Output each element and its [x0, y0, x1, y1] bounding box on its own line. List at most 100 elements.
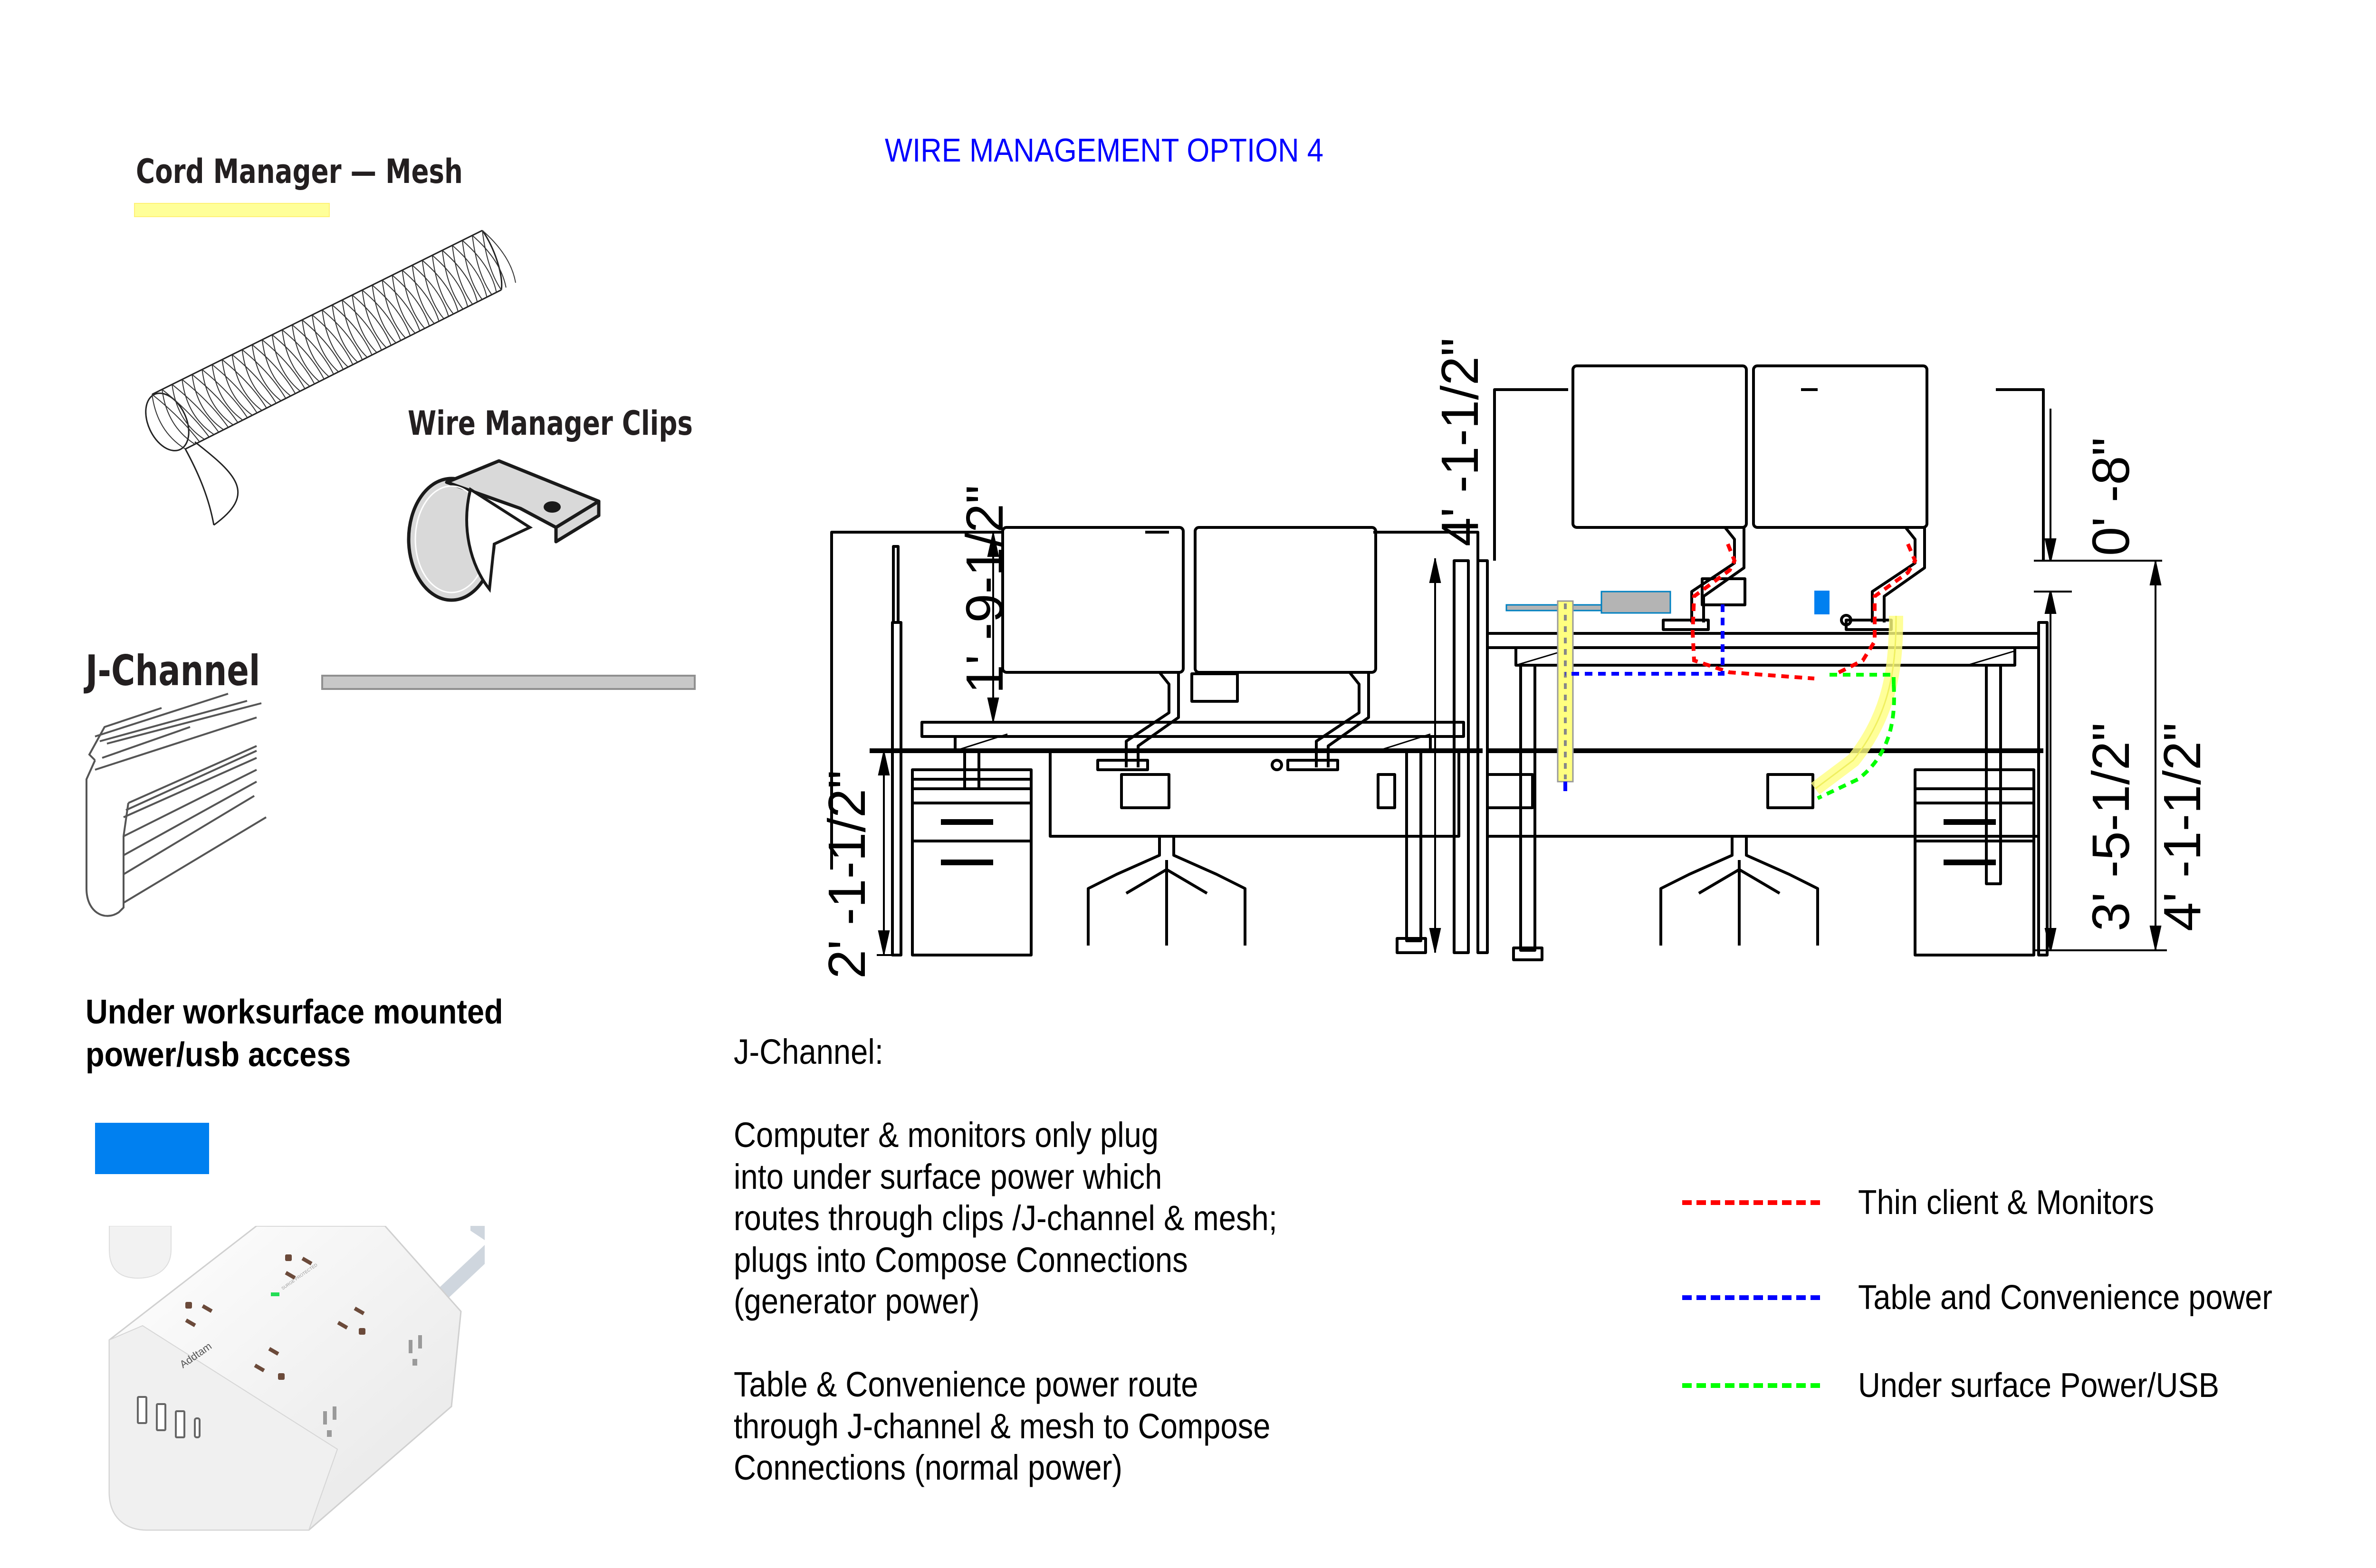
note-line: plugs into Compose Connections — [734, 1240, 1188, 1280]
mesh-strand — [231, 354, 277, 404]
under-worksurface-label-line: power/usb access — [86, 1036, 351, 1074]
mesh-strand — [402, 269, 440, 322]
mesh-strand — [482, 230, 516, 283]
note-line: routes through clips /J-channel & mesh; — [734, 1198, 1277, 1238]
mesh-strand — [382, 280, 406, 339]
mesh-strand — [462, 240, 497, 293]
mesh-strand — [291, 325, 320, 382]
mesh-strand — [432, 255, 469, 307]
note-line: (generator power) — [734, 1281, 980, 1321]
mesh-strand — [382, 279, 421, 331]
mesh-strand — [412, 265, 449, 317]
mesh-strand — [332, 305, 358, 363]
mesh-strand — [282, 329, 325, 380]
j-channel-segment — [1600, 591, 1671, 614]
mesh-strand — [372, 285, 411, 336]
mesh-strand — [442, 250, 478, 302]
mesh-strand — [201, 369, 234, 426]
mesh-strand — [482, 230, 502, 290]
power-strip-illustration: SURGE PROTECTED Addtam — [108, 1226, 485, 1531]
note-line: Computer & monitors only plug — [734, 1115, 1159, 1155]
mesh-strand — [402, 270, 425, 329]
under-worksurface-power-label: Under worksurface mounted power/usb acce… — [86, 991, 503, 1076]
note-line: Table & Convenience power route — [734, 1365, 1198, 1404]
under-surface-power-swatch — [95, 1123, 209, 1174]
mesh-strand — [332, 305, 373, 355]
monitor — [1001, 526, 1185, 674]
mesh-strand — [231, 354, 262, 411]
dimension-left-desk-height: 2' -1-1/2" — [818, 770, 876, 979]
mesh-strand — [422, 260, 444, 319]
mesh-strand — [192, 374, 239, 423]
mesh-strand — [452, 245, 488, 297]
panel-outlet — [1766, 773, 1814, 809]
dimension-right-screen-above: 0' -8" — [2082, 437, 2140, 556]
notes-block: J-Channel: Computer & monitors only plug… — [734, 1031, 1277, 1489]
mesh-strand — [201, 369, 248, 418]
mesh-strand — [172, 384, 205, 440]
mesh-strand — [311, 315, 339, 373]
desk-power-module — [1190, 672, 1239, 703]
mesh-strand — [271, 335, 301, 392]
mesh-strand — [392, 275, 430, 326]
note-line: through J-channel & mesh to Compose — [734, 1406, 1271, 1446]
mesh-strand — [272, 334, 315, 384]
right-workstation — [1486, 364, 2049, 961]
mesh-strand — [362, 290, 387, 348]
legend-item-table-power: Table and Convenience power — [1682, 1278, 2319, 1317]
mesh-strand — [162, 389, 210, 438]
mesh-strand — [241, 349, 287, 399]
panel-outlet — [1377, 773, 1396, 809]
dimension-panel-height: 4' -1-1/2" — [1431, 338, 1489, 546]
mesh-strand — [221, 359, 267, 409]
mesh-strand — [472, 235, 507, 288]
legend-label: Under surface Power/USB — [1858, 1367, 2219, 1405]
mesh-strand — [352, 295, 392, 346]
worksurface — [920, 721, 1465, 738]
note-line: into under surface power which — [734, 1157, 1162, 1196]
mesh-strand — [292, 324, 335, 375]
mesh-strand — [342, 300, 368, 358]
panel-outlet — [1120, 773, 1170, 809]
mesh-strand — [251, 344, 282, 402]
mesh-strand — [372, 285, 397, 344]
page-title: WIRE MANAGEMENT OPTION 4 — [885, 132, 1323, 169]
mesh-strand — [422, 259, 459, 312]
legend-item-under-surface: Under surface Power/USB — [1682, 1366, 2259, 1405]
mesh-strand — [281, 329, 310, 387]
mesh-strand — [431, 255, 454, 315]
mesh-strand — [152, 394, 200, 442]
mesh-strand — [322, 309, 363, 360]
mesh-strand — [302, 319, 344, 370]
chair — [1659, 836, 1819, 946]
j-channel-label: J-Channel — [86, 646, 260, 695]
mesh-highlight-swatch — [134, 203, 330, 217]
panel-outlet — [1486, 773, 1534, 809]
j-channel-illustration — [86, 693, 267, 917]
note-line: Connections (normal power) — [734, 1448, 1122, 1487]
mesh-strand — [251, 344, 296, 394]
mesh-strand — [211, 364, 258, 413]
legend-red-dashed-line — [1682, 1200, 1820, 1205]
legend-green-dashed-line — [1682, 1383, 1820, 1388]
wire-routing-overlay — [1505, 543, 1917, 800]
mesh-strand — [182, 379, 215, 435]
dimension-right-panel: 3' -5-1/2" — [2082, 723, 2140, 931]
legend-label: Thin client & Monitors — [1858, 1184, 2155, 1222]
monitor — [1194, 526, 1377, 674]
mesh-strand — [301, 320, 329, 377]
mesh-strand — [182, 379, 229, 428]
monitor — [1752, 364, 1928, 529]
cord-manager-mesh-label: Cord Manager — Mesh — [136, 152, 463, 191]
mesh-strand — [192, 374, 224, 430]
mesh-strand — [412, 265, 435, 324]
mesh-strand — [322, 310, 349, 368]
mesh-strand — [451, 245, 473, 305]
mesh-strand — [352, 295, 377, 353]
mesh-strand — [441, 250, 464, 310]
under-surface-power-box — [1814, 591, 1830, 614]
pedestal — [1914, 768, 2035, 956]
dimension-right-total: 4' -1-1/2" — [2153, 723, 2212, 931]
mesh-strand — [241, 349, 272, 406]
